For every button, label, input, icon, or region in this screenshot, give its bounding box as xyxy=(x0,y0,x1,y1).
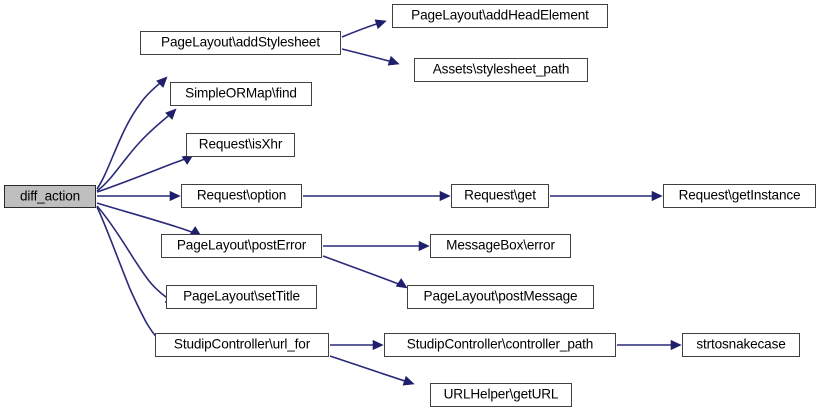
graph-node-getInstance[interactable]: Request\getInstance xyxy=(663,184,816,208)
arrowhead-icon xyxy=(395,278,408,289)
arrowhead-icon xyxy=(156,76,168,88)
edge-addStylesheet-to-addHeadElement xyxy=(341,19,387,38)
graph-node-label: Request\get xyxy=(464,187,536,203)
graph-node-addHeadElement[interactable]: PageLayout\addHeadElement xyxy=(392,4,608,28)
graph-node-label: PageLayout\postMessage xyxy=(423,288,578,304)
arrowhead-icon xyxy=(387,55,400,66)
edge-diff_action-to-option xyxy=(97,190,181,202)
graph-node-label: PageLayout\postError xyxy=(176,237,307,253)
graph-node-option[interactable]: Request\option xyxy=(181,184,302,208)
edge-diff_action-to-find xyxy=(96,108,177,192)
graph-node-postError[interactable]: PageLayout\postError xyxy=(161,234,322,258)
graph-node-label: StudipController\url_for xyxy=(173,336,311,352)
graph-node-get[interactable]: Request\get xyxy=(451,184,549,208)
graph-node-label: SimpleORMap\find xyxy=(185,85,297,101)
graph-node-label: Assets\stylesheet_path xyxy=(432,61,570,77)
graph-node-label: strtosnakecase xyxy=(696,336,786,352)
graph-node-addStylesheet[interactable]: PageLayout\addStylesheet xyxy=(140,31,341,55)
edge-get-to-getInstance xyxy=(550,190,663,202)
arrowhead-icon xyxy=(169,190,181,202)
edge-controller_path-to-strtosnakecase xyxy=(617,339,682,351)
graph-node-messageBoxError[interactable]: MessageBox\error xyxy=(430,234,571,258)
arrowhead-icon xyxy=(165,108,177,120)
graph-node-label: PageLayout\addHeadElement xyxy=(411,7,589,23)
arrowhead-icon xyxy=(418,240,430,252)
edge-postError-to-messageBoxError xyxy=(323,240,430,252)
graph-node-label: URLHelper\getURL xyxy=(443,386,559,402)
edge-url_for-to-controller_path xyxy=(330,339,384,351)
edge-postError-to-postMessage xyxy=(322,255,408,289)
graph-node-label: PageLayout\setTitle xyxy=(183,288,300,304)
graph-node-label: diff_action xyxy=(19,188,81,204)
arrowhead-icon xyxy=(372,339,384,351)
edge-url_for-to-getURL xyxy=(329,355,415,386)
graph-node-url_for[interactable]: StudipController\url_for xyxy=(155,333,329,357)
graph-node-getURL[interactable]: URLHelper\getURL xyxy=(430,383,572,407)
graph-node-postMessage[interactable]: PageLayout\postMessage xyxy=(407,285,594,309)
edge-diff_action-to-url_for xyxy=(96,206,172,354)
edge-option-to-get xyxy=(303,190,451,202)
arrowhead-icon xyxy=(670,339,682,351)
arrowhead-icon xyxy=(374,19,387,30)
graph-node-isXhr[interactable]: Request\isXhr xyxy=(186,133,295,157)
graph-node-controller_path[interactable]: StudipController\controller_path xyxy=(384,333,616,357)
graph-node-label: Request\option xyxy=(196,187,287,203)
arrowhead-icon xyxy=(651,190,663,202)
graph-node-label: MessageBox\error xyxy=(446,237,555,253)
graph-node-diff_action[interactable]: diff_action xyxy=(4,185,96,208)
graph-node-strtosnakecase[interactable]: strtosnakecase xyxy=(682,333,800,357)
graph-node-label: StudipController\controller_path xyxy=(406,336,594,352)
graph-node-stylesheet_path[interactable]: Assets\stylesheet_path xyxy=(414,58,588,82)
graph-node-setTitle[interactable]: PageLayout\setTitle xyxy=(166,285,317,309)
graph-node-label: Request\getInstance xyxy=(678,187,801,203)
graph-node-find[interactable]: SimpleORMap\find xyxy=(170,82,312,106)
arrowhead-icon xyxy=(439,190,451,202)
graph-node-label: Request\isXhr xyxy=(198,136,283,152)
arrowhead-icon xyxy=(402,375,415,386)
graph-node-label: PageLayout\addStylesheet xyxy=(161,34,320,50)
edge-addStylesheet-to-stylesheet_path xyxy=(341,48,400,66)
edge-diff_action-to-addStylesheet xyxy=(96,76,168,190)
